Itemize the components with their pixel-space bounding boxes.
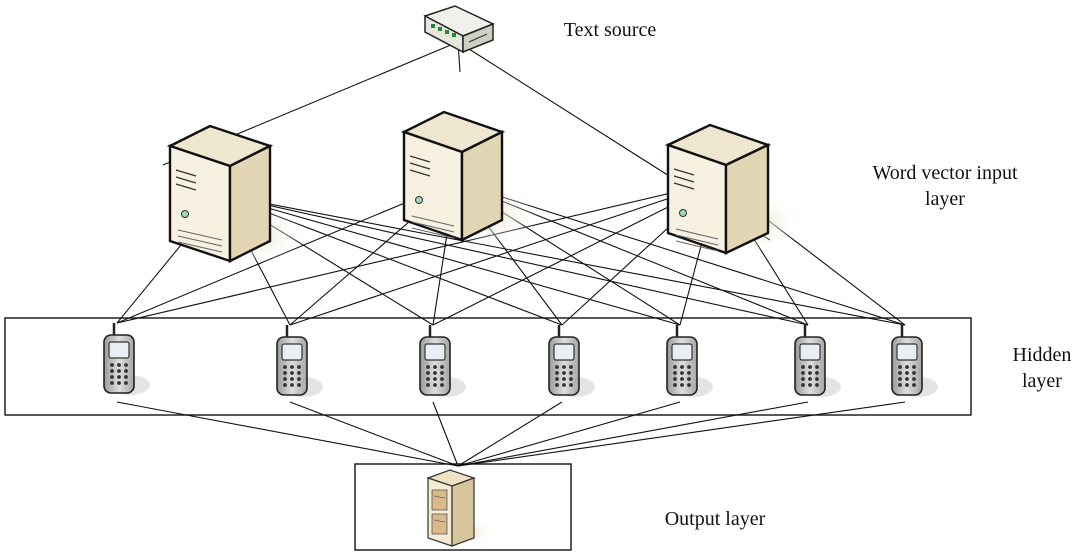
edge-hidden-output [457, 401, 906, 467]
hidden-line2: layer [1022, 370, 1062, 392]
server-tower-icon [400, 110, 506, 242]
edge-hidden-output [457, 401, 809, 467]
output-layer-label: Output layer [640, 506, 790, 532]
edge-input-hidden [289, 181, 719, 326]
edge-input-hidden [221, 194, 809, 326]
router-icon [423, 5, 495, 54]
edge-hidden-output [289, 401, 459, 467]
edge-hidden-output [457, 401, 681, 467]
hidden-layer-box [4, 317, 972, 416]
word-vector-line2: layer [925, 188, 965, 210]
mobile-phone-icon [548, 325, 595, 397]
mobile-phone-icon [419, 325, 466, 397]
edge-hidden-output [116, 401, 459, 467]
mobile-phone-icon [666, 325, 713, 397]
edge-input-hidden [116, 181, 719, 324]
mobile-phone-icon [276, 325, 323, 397]
mobile-phone-icon [891, 325, 938, 397]
server-cabinet-icon [426, 469, 496, 547]
mobile-phone-icon [103, 323, 150, 395]
edge-hidden-output [432, 401, 459, 467]
mobile-phone-icon [794, 325, 841, 397]
word-vector-line1: Word vector input [872, 162, 1018, 184]
edge-hidden-output [457, 401, 563, 467]
hidden-line1: Hidden [1012, 344, 1072, 366]
server-tower-icon [166, 124, 274, 263]
edge-input-hidden [221, 194, 681, 326]
server-tower-icon [664, 123, 772, 255]
hidden-layer-label: Hidden layer [1000, 342, 1084, 394]
text-source-text: Text source [563, 19, 657, 41]
output-layer-text: Output layer [664, 508, 766, 530]
word-vector-input-layer-label: Word vector input layer [850, 160, 1040, 212]
text-source-label: Text source [545, 17, 675, 43]
